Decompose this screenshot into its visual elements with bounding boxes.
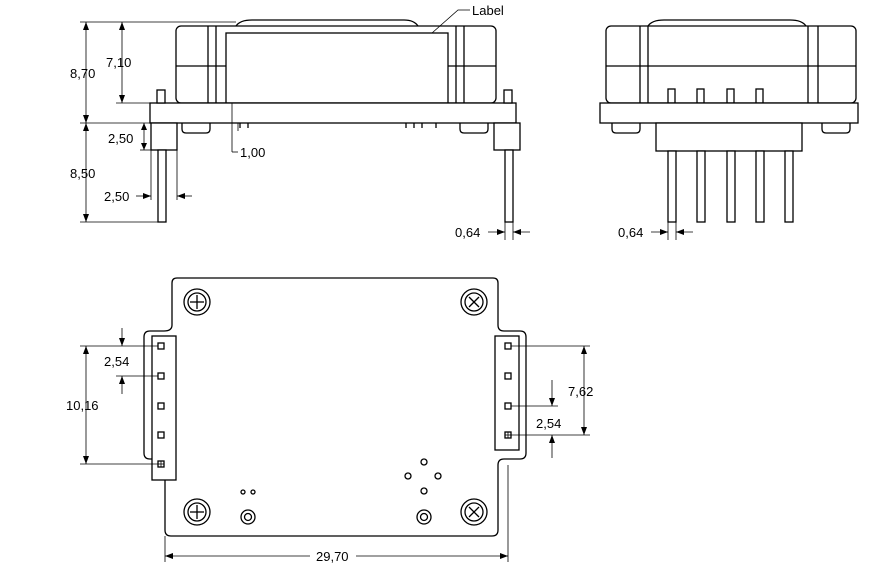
end-view-pin xyxy=(784,150,794,223)
dim-10-16: 10,16 xyxy=(66,398,99,413)
dim-7-10: 7,10 xyxy=(106,55,131,70)
end-view-pin xyxy=(696,150,706,223)
dim-7-62: 7,62 xyxy=(568,384,593,399)
end-view-pin xyxy=(667,150,677,223)
end-view-pin xyxy=(726,150,736,223)
side-view-baseplate xyxy=(149,102,517,124)
dim-2-50-b: 2,50 xyxy=(104,189,129,204)
end-view-pin xyxy=(755,150,765,223)
right-pin-sleeve xyxy=(493,122,521,151)
dim-8-70: 8,70 xyxy=(70,66,95,81)
screw-cross-icon xyxy=(183,498,211,526)
screw-cross-icon xyxy=(460,498,488,526)
dim-29-70: 29,70 xyxy=(316,549,349,564)
bottom-view-outline xyxy=(143,277,527,537)
left-pin-stub xyxy=(156,89,166,104)
right-pin-stub xyxy=(503,89,513,104)
end-view-baseplate xyxy=(599,102,859,124)
screw-cross-icon xyxy=(183,288,211,316)
label-area xyxy=(225,32,449,104)
dim-8-50: 8,50 xyxy=(70,166,95,181)
screw-cross-icon xyxy=(460,288,488,316)
dim-2-54-a: 2,54 xyxy=(104,354,129,369)
left-pin xyxy=(157,149,167,223)
right-connector xyxy=(494,335,520,451)
end-view: 0,64 xyxy=(599,19,859,240)
side-view: Label 8,70 7,10 2,50 8,50 1,00 xyxy=(70,3,530,240)
dim-2-50-a: 2,50 xyxy=(108,131,133,146)
dim-1-00: 1,00 xyxy=(240,145,265,160)
label-callout-text: Label xyxy=(472,3,504,18)
right-pin xyxy=(504,149,514,223)
dim-0-64-a: 0,64 xyxy=(455,225,480,240)
left-pin-sleeve xyxy=(150,122,178,151)
dim-0-64-b: 0,64 xyxy=(618,225,643,240)
end-view-connector xyxy=(655,122,803,152)
dim-2-54-b: 2,54 xyxy=(536,416,561,431)
bottom-view: 10,16 2,54 7,62 2,54 29,70 xyxy=(66,277,593,564)
